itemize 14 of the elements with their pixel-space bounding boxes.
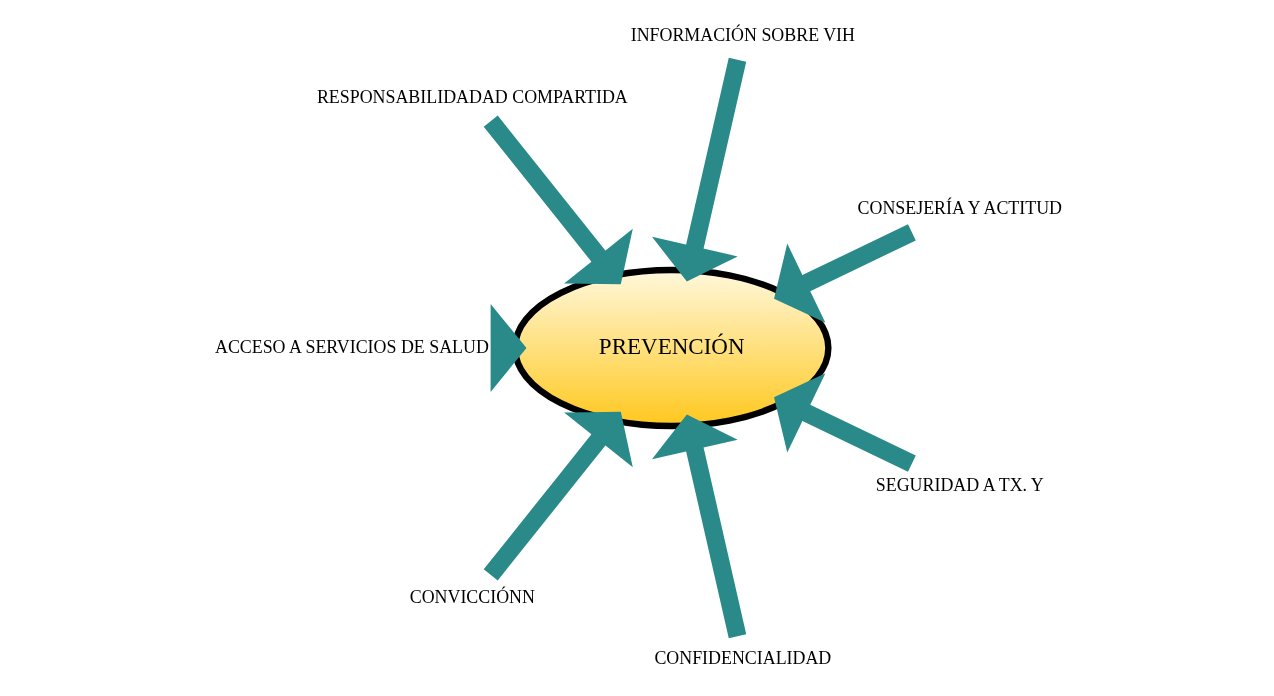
node-text: INFORMACIÓN SOBRE VIH	[630, 25, 856, 45]
node-text: SEGURIDAD A TX. Y	[875, 475, 1044, 496]
arrow	[774, 224, 916, 323]
node-text: CONSEJERÍA Y ACTITUD	[857, 197, 1062, 218]
node-text: CONVICCIÓNN	[409, 586, 535, 607]
arrow	[483, 411, 633, 581]
node-text: CONFIDENCIALIDAD	[654, 648, 832, 669]
node-text: RESPONSABILIDADAD COMPARTIDA	[316, 86, 628, 107]
node-text: ACCESO A SERVICIOS DE SALUD	[214, 336, 489, 357]
arrow	[652, 57, 747, 282]
arrow	[774, 373, 916, 472]
arrow	[483, 115, 633, 285]
arrow	[490, 304, 527, 392]
arrow	[652, 414, 747, 639]
